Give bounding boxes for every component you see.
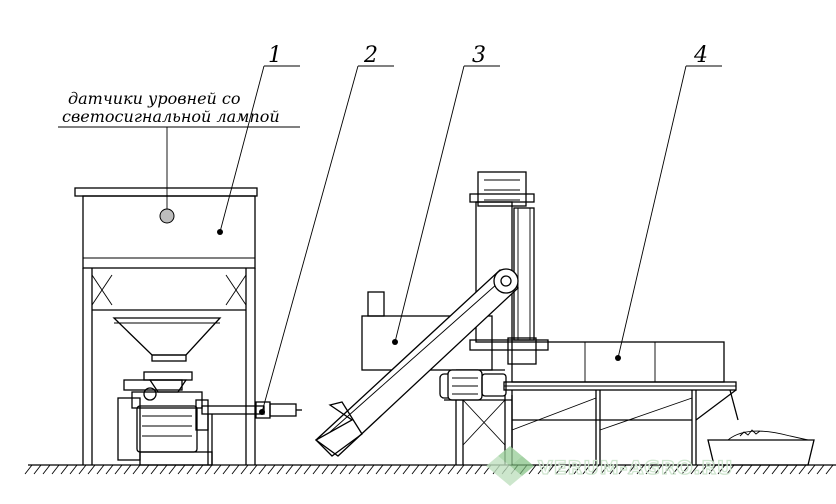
watermark-logo-icon [486, 446, 534, 486]
callout-label-1: 1 [268, 43, 282, 68]
sensor-annotation-line1: датчики уровней со [68, 89, 241, 108]
screw-conveyor-unit [314, 171, 549, 465]
extruder-shaft [201, 401, 302, 465]
belt-conveyor-unit [503, 341, 815, 466]
sensor-annotation-line2: светосигнальной лампой [62, 107, 280, 126]
motor [439, 369, 512, 401]
hopper-unit [74, 187, 258, 466]
callout-label-3: 3 [472, 43, 486, 68]
callout-label-4: 4 [693, 43, 708, 68]
level-sensor-icon [159, 208, 175, 224]
watermark-text: VERUM-AGRO.RU [538, 457, 733, 479]
leader-lines [58, 65, 722, 415]
watermark: VERUM-AGRO.RU [486, 446, 733, 486]
callout-label-2: 2 [363, 43, 378, 68]
ground-line [24, 464, 836, 475]
